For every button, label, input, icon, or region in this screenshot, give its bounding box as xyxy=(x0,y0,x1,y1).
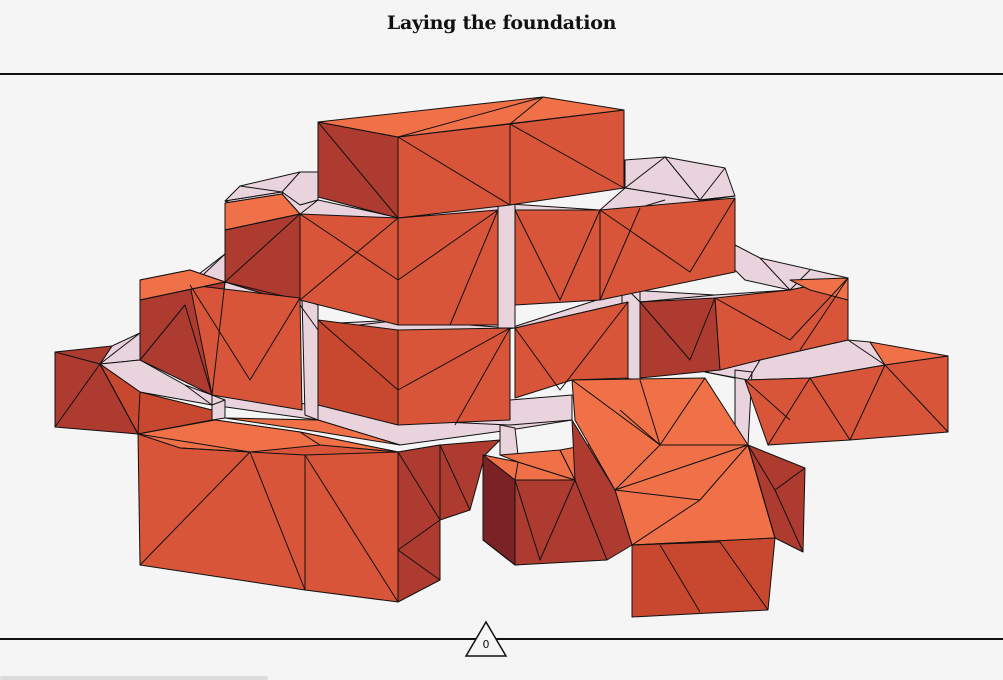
page-title: Laying the foundation xyxy=(386,12,617,34)
brick-row-3 xyxy=(224,193,736,326)
triangle-icon[interactable] xyxy=(464,620,508,660)
brick-row-4 xyxy=(317,96,625,219)
step-counter: 0 xyxy=(482,638,490,651)
horizontal-scrollbar[interactable] xyxy=(0,676,268,680)
brick-wall-scene xyxy=(54,96,949,618)
top-divider xyxy=(0,73,1003,75)
brick-tilted-right xyxy=(571,377,806,618)
bottom-divider xyxy=(0,638,1003,640)
brick-row-2 xyxy=(139,269,849,426)
brick-front-left xyxy=(137,419,501,603)
